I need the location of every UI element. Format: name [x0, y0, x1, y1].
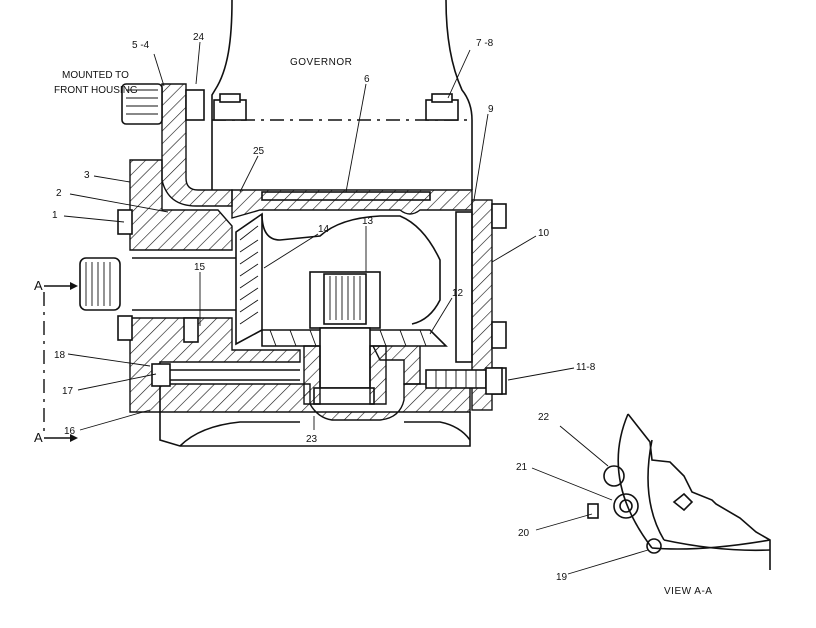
callout-5-4: 5 -4	[132, 40, 150, 51]
callout-3: 3	[84, 170, 90, 181]
callout-21: 21	[516, 462, 528, 473]
callout-7-8: 7 -8	[476, 38, 494, 49]
bevel-gears	[235, 212, 448, 347]
callout-16: 16	[64, 426, 76, 437]
governor-spindle	[303, 271, 387, 405]
callout-19: 19	[556, 572, 568, 583]
mounting-bracket	[121, 83, 233, 207]
cavity-outline	[261, 213, 441, 325]
callout-12: 12	[452, 288, 464, 299]
callout-18: 18	[54, 350, 66, 361]
callout-25: 25	[253, 146, 265, 157]
lower-screws	[151, 363, 503, 395]
callout-24: 24	[193, 32, 205, 43]
governor-upper-housing	[211, 0, 473, 190]
callout-10: 10	[538, 228, 550, 239]
view-caption: VIEW A-A	[664, 586, 712, 597]
section-marker-top: A	[34, 278, 43, 293]
callout-14: 14	[318, 224, 330, 235]
callout-20: 20	[518, 528, 530, 539]
callout-2: 2	[56, 188, 62, 199]
drive-shaft	[79, 209, 236, 343]
callout-13: 13	[362, 216, 374, 227]
mount-note-line1: MOUNTED TO	[62, 70, 129, 81]
callout-1: 1	[52, 210, 58, 221]
callout-15: 15	[194, 262, 206, 273]
callout-9: 9	[488, 104, 494, 115]
callout-11-8: 11-8	[576, 362, 596, 373]
section-marker-a	[43, 282, 78, 442]
callout-22: 22	[538, 412, 550, 423]
section-marker-bottom: A	[34, 430, 43, 445]
leader-lines	[63, 41, 575, 431]
callout-17: 17	[62, 386, 74, 397]
callout-23: 23	[306, 434, 318, 445]
title-governor: GOVERNOR	[290, 57, 352, 68]
mount-note-line2: FRONT HOUSING	[54, 85, 138, 96]
view-a-a-detail	[531, 413, 771, 575]
callout-6: 6	[364, 74, 370, 85]
governor-body-section	[129, 159, 507, 447]
